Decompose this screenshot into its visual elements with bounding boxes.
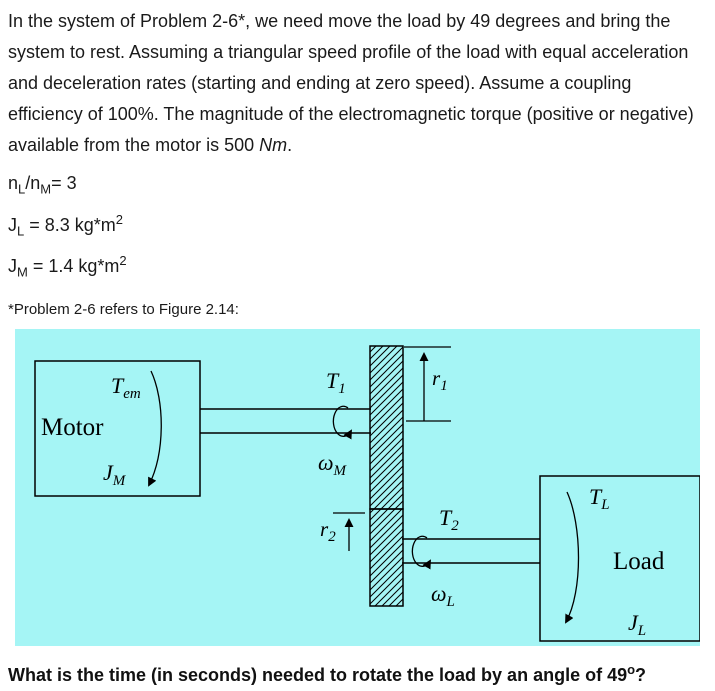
gear-lower-hatched [369, 508, 404, 607]
motor-box [34, 360, 201, 497]
label-tl: TL [589, 484, 610, 513]
label-tem: Tem [111, 373, 141, 402]
ratio-value: = 3 [51, 173, 77, 193]
label-r1: r1 [432, 366, 448, 394]
param-motor-inertia: JM = 1.4 kg*m2 [8, 246, 715, 288]
ratio-sub-motor: M [40, 181, 52, 197]
label-motor: Motor [41, 414, 104, 441]
degree-superscript: o [627, 661, 636, 677]
load-inertia-symbol: J [8, 214, 17, 235]
given-parameters: nL/nM= 3 JL = 8.3 kg*m2 JM = 1.4 kg*m2 [8, 168, 715, 288]
motor-inertia-value: = 1.4 kg*m [27, 256, 120, 277]
load-box [539, 475, 700, 642]
label-wm: ωM [318, 450, 348, 479]
load-inertia-value: = 8.3 kg*m [24, 214, 116, 235]
label-jm: JM [103, 460, 127, 489]
t2-rotation-arrow [411, 535, 431, 570]
figure-arrows [148, 346, 580, 624]
label-t2: T2 [439, 505, 459, 534]
tl-torque-arrow [565, 491, 580, 624]
label-jl: JL [628, 610, 646, 639]
question-mark: ? [635, 664, 647, 685]
param-speed-ratio: nL/nM= 3 [8, 168, 715, 205]
figure-shapes [34, 345, 700, 642]
question-line1: What is the time (in seconds) needed to … [8, 657, 715, 688]
label-r2: r2 [320, 517, 336, 545]
label-load: Load [613, 548, 665, 575]
question-text: What is the time (in seconds) needed to … [8, 664, 628, 685]
ratio-sub-load: L [18, 181, 26, 197]
gear-upper-hatched [369, 345, 404, 510]
question: What is the time (in seconds) needed to … [8, 657, 715, 691]
problem-statement-text: In the system of Problem 2-6*, we need m… [8, 11, 694, 155]
ratio-symbol-n-motor: /n [25, 173, 41, 193]
label-wl: ωL [431, 581, 455, 610]
ratio-symbol-n-load: n [8, 173, 19, 193]
load-inertia-exponent: 2 [115, 211, 124, 227]
footnote: *Problem 2-6 refers to Figure 2.14: [8, 300, 239, 318]
figure-labels: Tem Motor JM T1 ωM r1 r2 T2 ωL TL Load J… [41, 366, 665, 639]
param-load-inertia: JL = 8.3 kg*m2 [8, 205, 715, 247]
figure-2-14-diagram: Tem Motor JM T1 ωM r1 r2 T2 ωL TL Load J… [34, 345, 700, 642]
figure-container: Tem Motor JM T1 ωM r1 r2 T2 ωL TL Load J… [15, 328, 700, 646]
motor-inertia-sub: M [17, 264, 28, 280]
problem-statement-period: . [287, 135, 293, 155]
torque-unit: Nm [259, 135, 288, 155]
load-inertia-sub: L [17, 223, 25, 239]
problem-statement: In the system of Problem 2-6*, we need m… [8, 6, 705, 161]
motor-inertia-symbol: J [8, 256, 17, 277]
tem-torque-arrow [148, 370, 162, 487]
motor-inertia-exponent: 2 [119, 253, 127, 269]
label-t1: T1 [326, 368, 346, 397]
t1-rotation-arrow [332, 405, 352, 440]
